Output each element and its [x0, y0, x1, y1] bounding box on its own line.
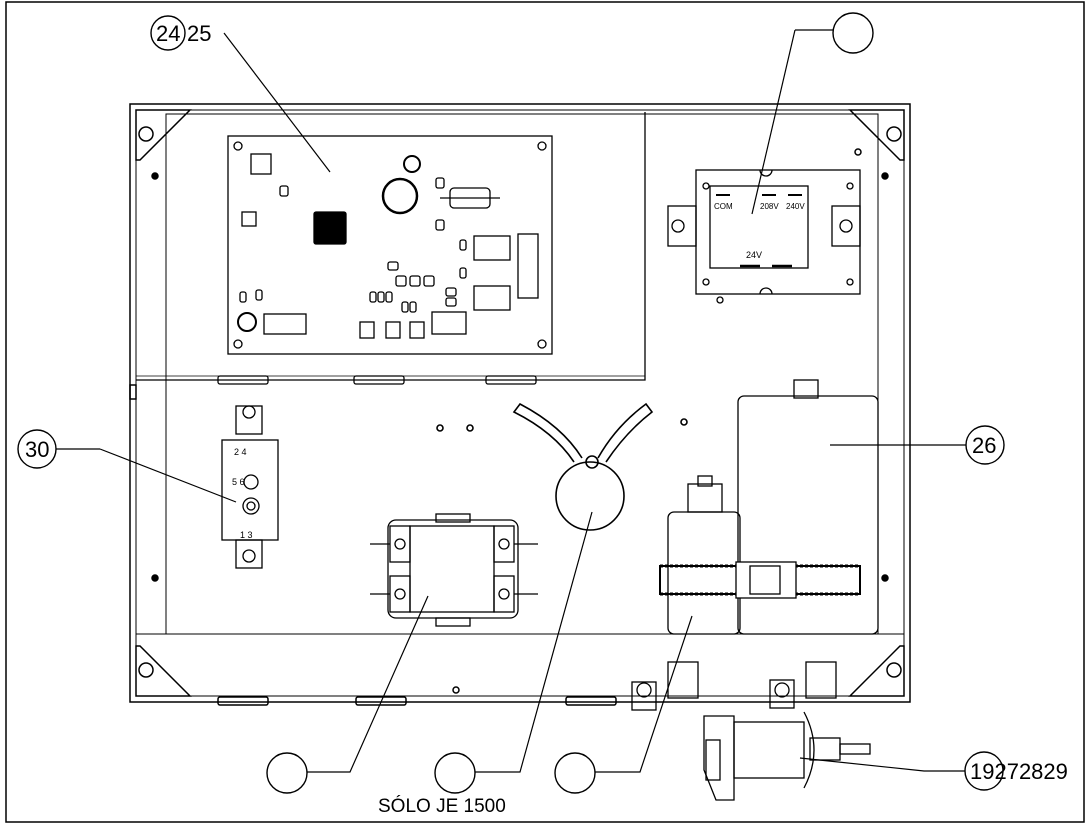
callout-30: 30	[25, 437, 49, 462]
balloon-19	[964, 751, 1004, 791]
callout-19272829: 19272829	[970, 759, 1068, 784]
relay-terminals-top: 2 4	[234, 447, 247, 457]
balloon-26	[965, 425, 1005, 465]
callout-balloons	[17, 12, 1005, 794]
toroid-coil	[436, 402, 688, 531]
balloon-24	[150, 15, 186, 51]
control-board	[136, 112, 646, 385]
transformer: COM 208V 240V 24V	[667, 169, 861, 304]
corner-screws	[138, 126, 902, 694]
transformer-24v-label: 24V	[746, 250, 762, 260]
contactor	[370, 513, 538, 627]
leader-lines	[56, 29, 966, 773]
pressure-switch	[631, 661, 871, 801]
callout-24: 24	[156, 21, 180, 46]
transformer-240-label: 240V	[786, 202, 805, 211]
balloon-bottom-1	[266, 752, 308, 794]
relay-terminals-bot: 1 3	[240, 530, 253, 540]
balloon-bottom-3	[554, 752, 596, 794]
transformer-208-label: 208V	[760, 202, 779, 211]
balloon-30	[17, 429, 57, 469]
balloon-bottom-2	[434, 752, 476, 794]
relay-terminals-mid: 5 6	[232, 477, 245, 487]
capacitors	[659, 379, 879, 635]
drawing-border	[5, 1, 1085, 823]
relay-terminal: 2 4 5 6 1 3	[221, 405, 279, 569]
callout-26: 26	[972, 433, 996, 458]
balloon-top-right	[832, 12, 874, 54]
transformer-com-label: COM	[714, 202, 733, 211]
bottom-caption: SÓLO JE 1500	[378, 795, 506, 817]
callout-25: 25	[187, 21, 211, 46]
enclosure	[129, 103, 911, 706]
